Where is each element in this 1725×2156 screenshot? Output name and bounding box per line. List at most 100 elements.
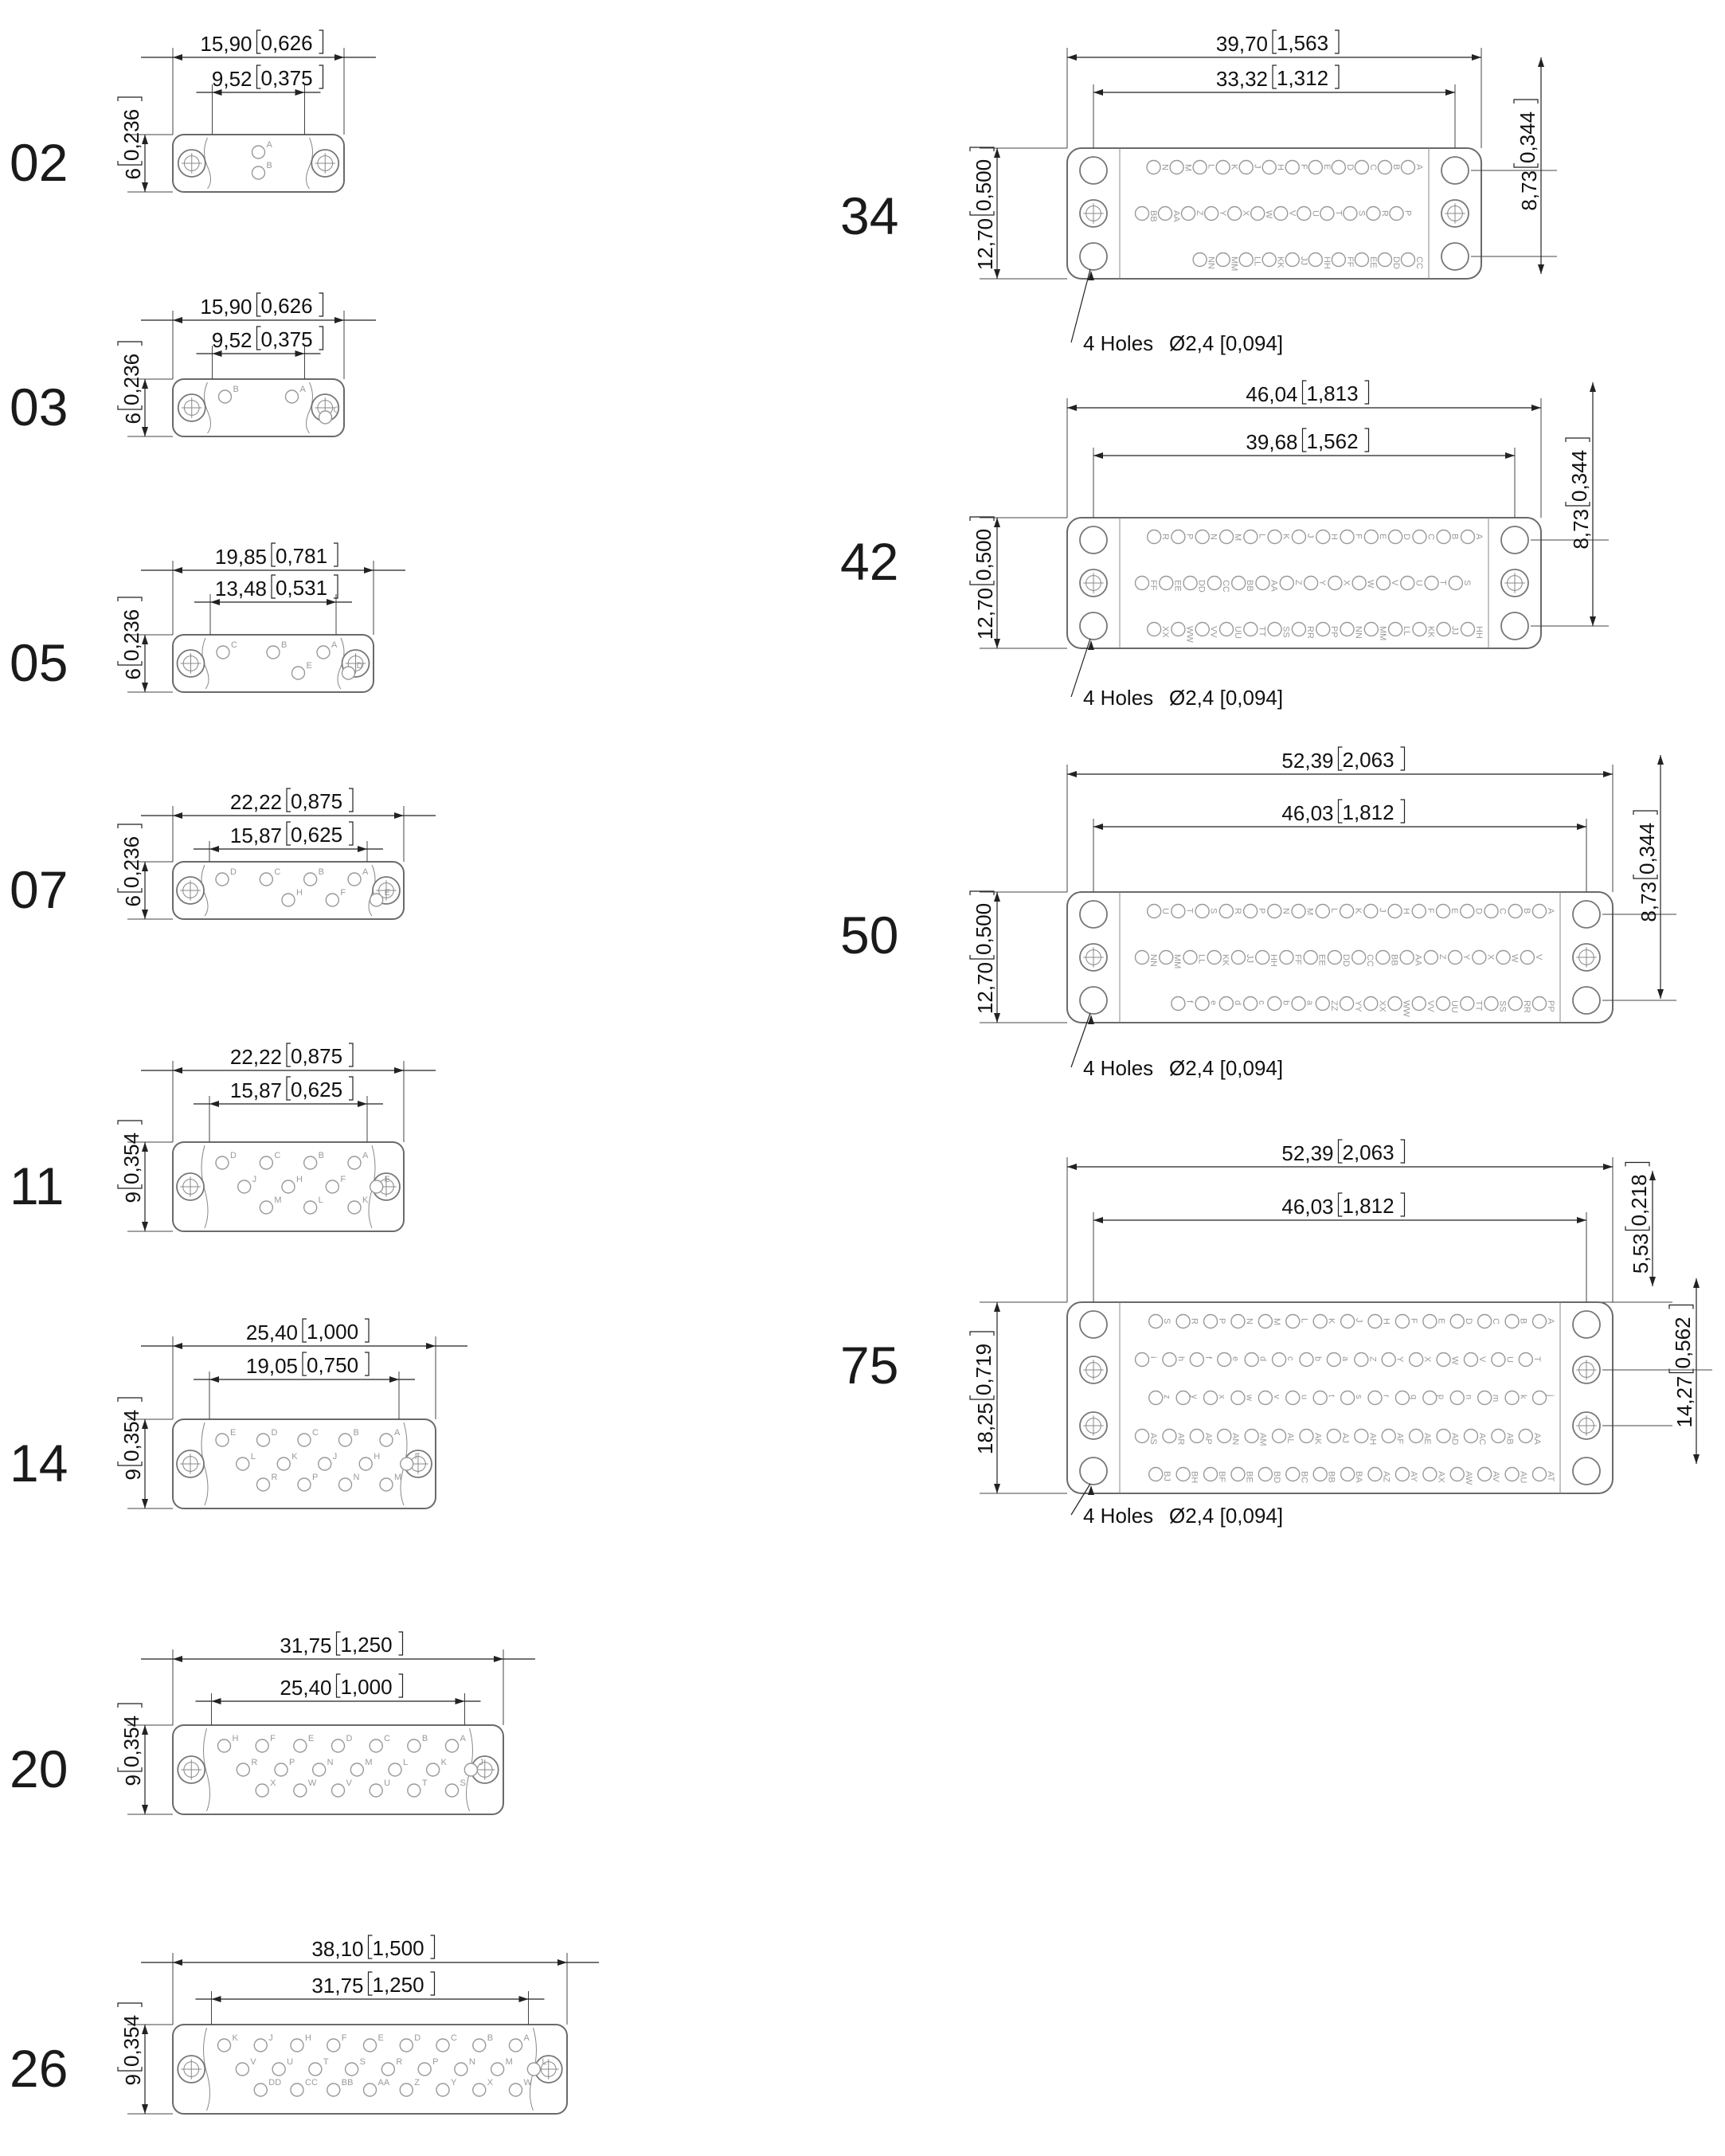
contact-label: HH [1269,954,1278,967]
contact-label: L [319,1195,323,1205]
contact-cavity [444,1739,460,1753]
contact-cavity [217,2038,232,2052]
contact-label: BC [1299,1471,1308,1483]
dim-hole-spacing-bracket [1337,799,1406,824]
dim-overall-mm: 19,85 [215,545,267,569]
dim-height-label: 60,236 [117,597,145,679]
contact-label: L [1299,1318,1308,1323]
contact-cavity [1504,1313,1520,1329]
contact-label: U [384,1778,390,1788]
contact-cavity [369,1739,383,1753]
contact-label: KK [1276,256,1285,268]
contact-cavity [1238,252,1254,268]
contact-label: L [1257,534,1266,538]
dim-height-label: 12,700,500 [969,147,997,270]
contact-label: D [1473,908,1483,914]
dim-height-label: 60,236 [117,96,145,179]
contact-label: K [362,1195,369,1205]
contact-cavity [369,893,384,907]
contact-label: XX [1160,626,1170,638]
contact-label: w [1244,1394,1254,1401]
contact-cavity [1215,159,1230,175]
contact-cavity [1375,949,1391,965]
contact-label: A [524,2033,530,2043]
dim-height-mm: 9 [121,1774,145,1786]
contact-cavity [341,666,356,680]
contact-label: E [1436,1318,1445,1324]
dim-hole-vertical-outer-mm: 14,27 [1672,1376,1696,1428]
dim-height-bracket [117,1397,143,1466]
dim-hole-spacing-mm: 39,68 [1246,430,1297,454]
contact-cavity [400,1457,414,1471]
dim-overall-bracket [286,1043,354,1067]
contact-cavity [1203,1466,1218,1482]
dim-overall-bracket [271,542,338,567]
contact-cavity [1169,159,1184,175]
contact-cavity [1157,205,1173,221]
contact-label: XX [1377,1000,1387,1012]
contact-cavity [1320,205,1335,221]
contact-cavity [1203,1313,1218,1329]
contact-cavity [237,1180,252,1194]
dim-hole-spacing-in: 1,312 [1277,66,1328,90]
contact-cavity [1436,1352,1451,1368]
contact-cavity [362,2083,377,2097]
dim-height-in: 0,354 [119,2015,143,2067]
contact-cavity [1148,1466,1164,1482]
contact-label: X [1241,210,1250,217]
contact-label: FF [1293,954,1302,965]
contact-label: X [1422,1356,1432,1363]
contact-cavity [1340,1466,1355,1482]
contact-cavity [472,2083,487,2097]
contact-label: U [287,2057,293,2067]
contact-label: D [1345,164,1355,170]
dim-hole-vertical-label: 8,730,344 [1513,99,1541,211]
contact-label: AH [1367,1433,1377,1445]
shell-body [172,378,345,437]
contact-cavity [1504,1466,1520,1482]
dim-overall-in: 0,875 [291,1044,342,1068]
mounting-hole [1500,526,1529,554]
contact-cavity [1303,575,1319,591]
contact-cavity [1367,1466,1383,1482]
contact-cavity [297,1433,311,1447]
contact-cavity [464,1763,479,1777]
contact-label: W [1510,954,1520,963]
contact-cavity [1148,1313,1164,1329]
contact-label: B [422,1734,428,1743]
contact-cavity [1343,205,1358,221]
contact-label: D [357,661,363,671]
contact-label: CC [1221,580,1230,593]
contact-cavity [1436,621,1451,637]
contact-label: t [1327,1395,1336,1397]
contact-label: BB [1327,1471,1336,1483]
contact-label: M [274,1195,281,1205]
contact-cavity [1291,621,1307,637]
shell-code: 34 [840,186,898,245]
contact-cavity [508,2038,523,2052]
contact-cavity [1399,949,1414,965]
contact-cavity [1472,949,1487,965]
dim-height-label: 90,354 [117,1703,145,1786]
contact-cavity [1339,903,1355,919]
contact-cavity [379,1477,393,1492]
contact-cavity [379,1433,393,1447]
contact-label: h [1175,1356,1185,1361]
contact-cavity [444,1783,460,1798]
contact-label: V [250,2057,256,2067]
contact-label: AS [1148,1433,1158,1445]
contact-label: C [231,640,237,650]
contact-cavity [1312,1390,1328,1406]
dim-hole-spacing-bracket [1337,1192,1406,1217]
contact-cavity [347,1156,362,1170]
contact-label: R [1160,534,1170,540]
dim-hole-vertical-bracket [1625,1161,1650,1231]
contact-cavity [425,1763,440,1777]
contact-cavity [338,1477,353,1492]
dim-height-mm: 18,25 [973,1403,997,1454]
contact-label: B [267,161,272,170]
contact-label: BB [1245,580,1254,592]
dim-hole-spacing-mm: 13,48 [215,577,267,601]
contact-label: Z [414,2078,420,2088]
